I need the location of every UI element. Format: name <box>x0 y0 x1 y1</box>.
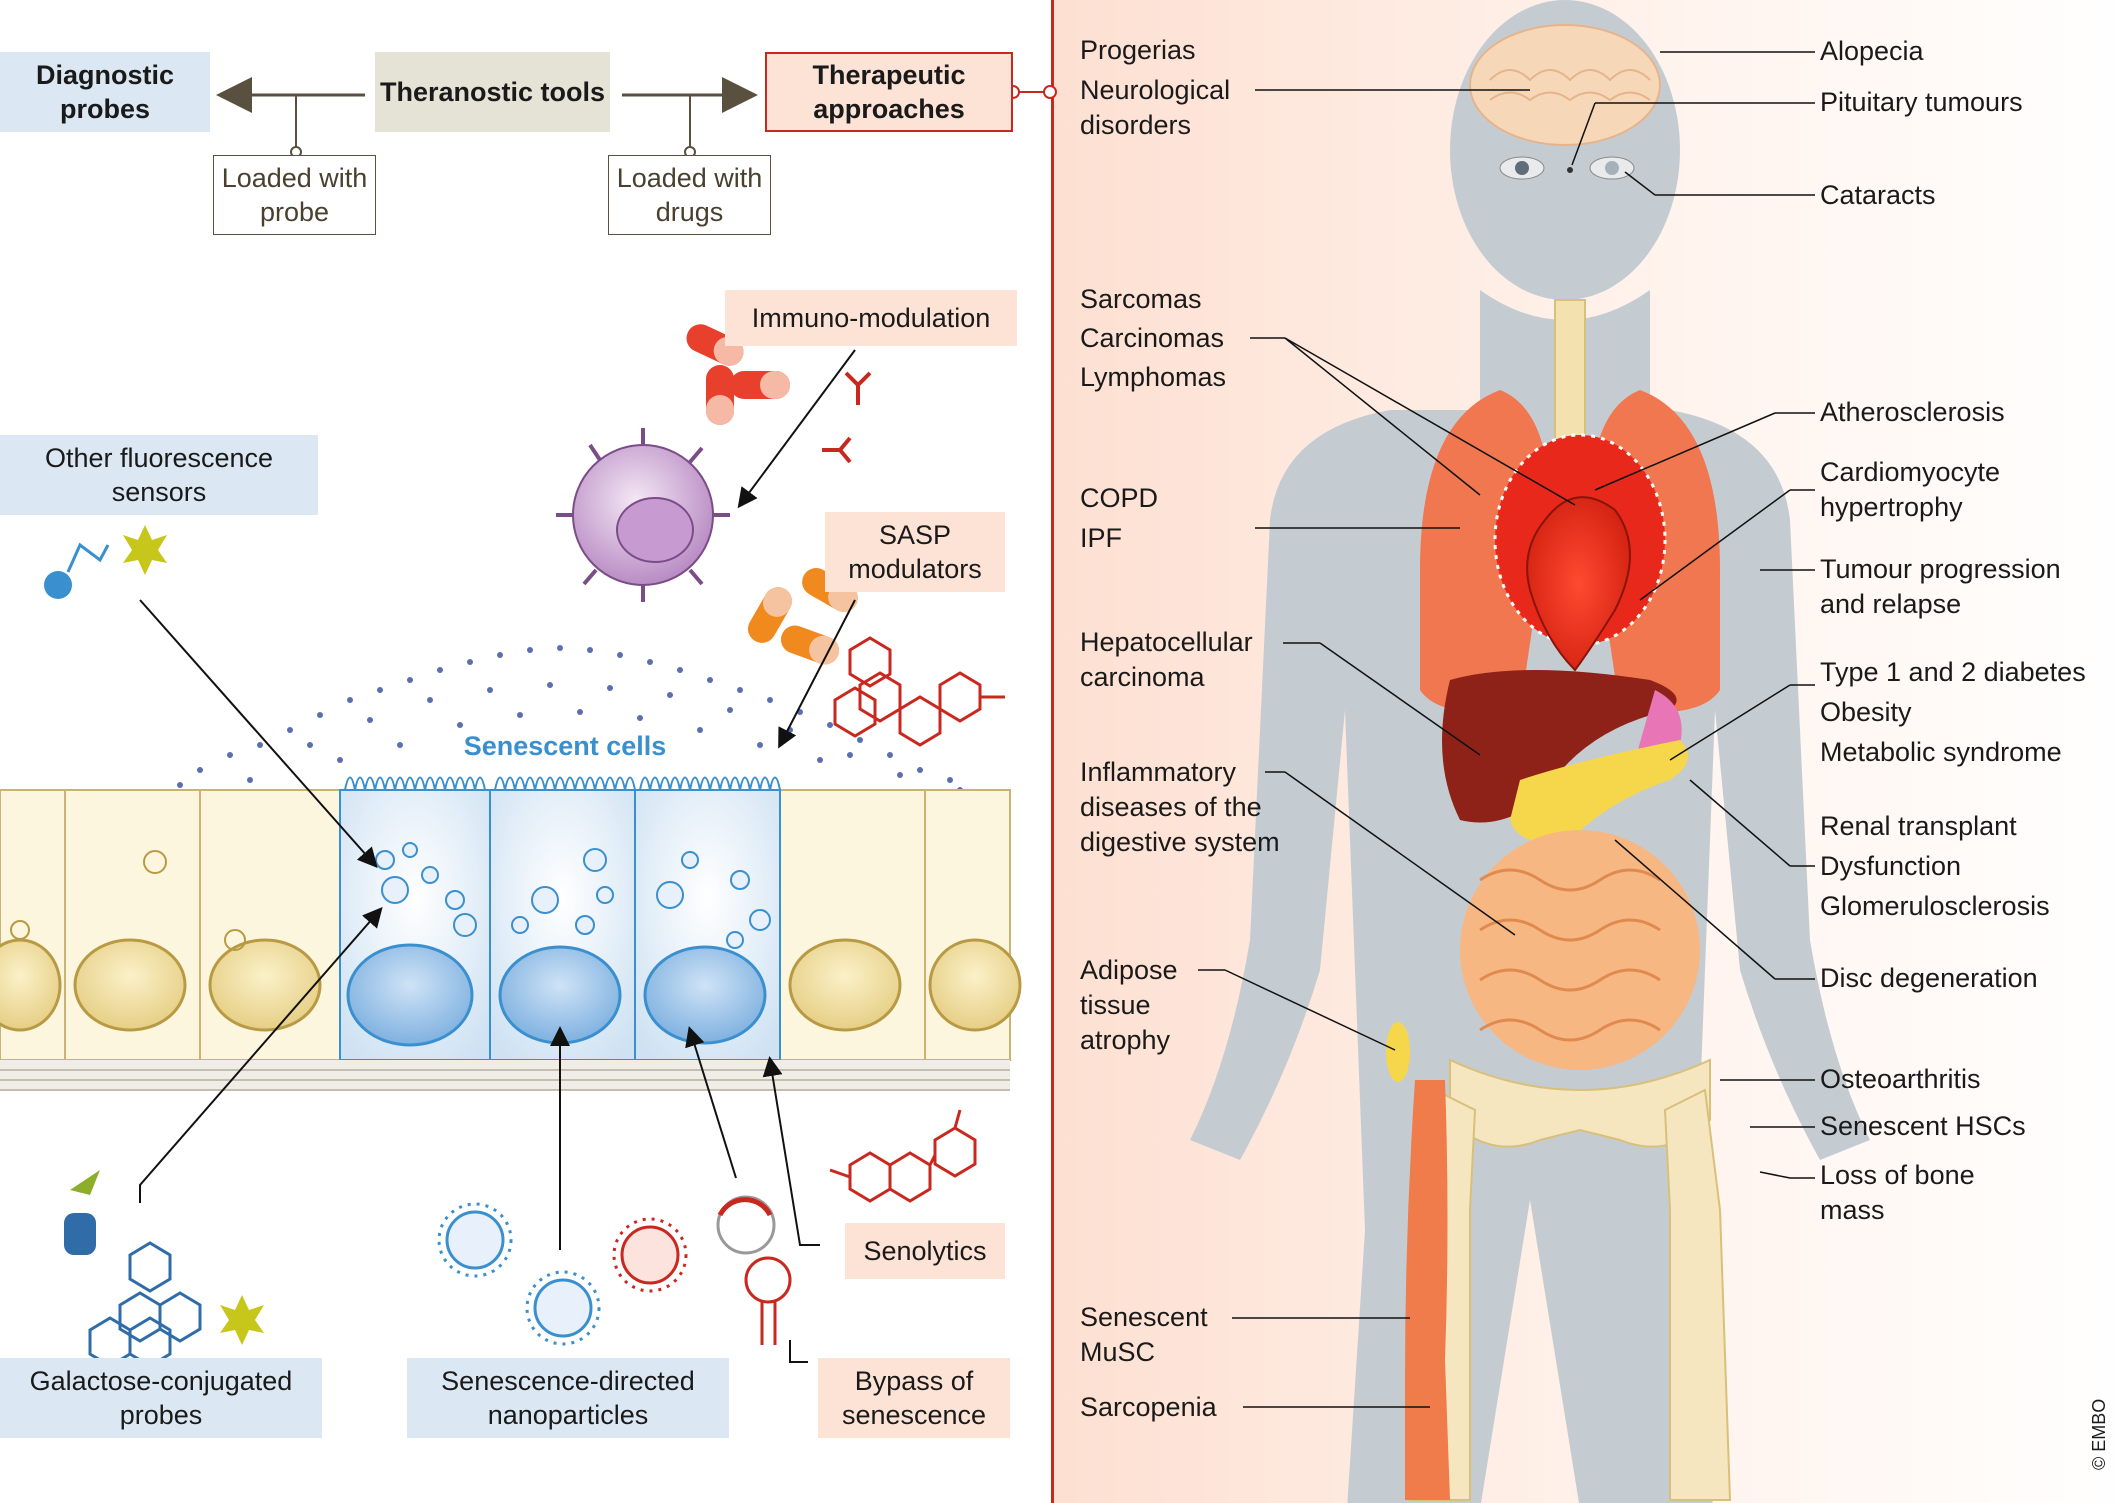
label-disc-degeneration: Disc degeneration <box>1820 963 2038 993</box>
sasp-modulators-box: SASP modulators <box>825 512 1005 592</box>
label-cataracts: Cataracts <box>1820 180 1936 210</box>
senescence-directed-nanoparticles-box: Senescence-directed nanoparticles <box>407 1358 729 1438</box>
senolytic-molecule <box>829 1109 977 1203</box>
label-metabolic-syndrome: Metabolic syndrome <box>1820 737 2062 767</box>
label-loss-of-bone-mass: Loss of bone mass <box>1820 1160 1975 1225</box>
label-obesity: Obesity <box>1820 697 1912 727</box>
loaded-with-probe-box: Loaded with probe <box>213 155 376 235</box>
label-progerias: Progerias <box>1080 35 1196 65</box>
label-sarcomas: Sarcomas <box>1080 284 1202 314</box>
left-arrows <box>139 349 856 1363</box>
label-carcinomas: Carcinomas <box>1080 323 1225 353</box>
senescent-cells-label: Senescent cells <box>463 731 667 761</box>
senolytics-box: Senolytics <box>845 1223 1005 1279</box>
body-leader-lines <box>1198 51 1815 1408</box>
probe-icons <box>44 525 264 1368</box>
theranostic-tools-box: Theranostic tools <box>375 52 610 132</box>
label-cardiomyocyte-hypertrophy: Cardiomyocyte hypertrophy <box>1820 457 2001 522</box>
label-ipf: IPF <box>1080 523 1123 553</box>
label-glomerulosclerosis: Glomerulosclerosis <box>1820 891 2050 921</box>
label-inflammatory-diseases: Inflammatory diseases of the digestive s… <box>1080 757 1280 857</box>
label-senescent-musc: Senescent MuSC <box>1080 1302 1208 1367</box>
label-pituitary-tumours: Pituitary tumours <box>1820 87 2023 117</box>
immuno-modulation-box: Immuno-modulation <box>725 290 1017 346</box>
label-osteoarthritis: Osteoarthritis <box>1820 1064 1981 1094</box>
sasp-molecule <box>833 636 1005 747</box>
therapeutic-approaches-box: Therapeutic approaches <box>765 52 1013 132</box>
human-body <box>1190 0 1870 1503</box>
nanoparticles <box>437 1202 688 1346</box>
bypass-rna <box>716 1195 792 1345</box>
sasp-particles <box>177 645 963 793</box>
immuno-drugs <box>686 324 872 464</box>
basement-membrane <box>0 1060 1010 1091</box>
loaded-with-drugs-box: Loaded with drugs <box>608 155 771 235</box>
diagnostic-probes-box: Diagnostic probes <box>0 52 210 132</box>
label-lymphomas: Lymphomas <box>1080 362 1227 392</box>
label-alopecia: Alopecia <box>1820 36 1924 66</box>
bypass-of-senescence-box: Bypass of senescence <box>818 1358 1010 1438</box>
copyright: © EMBO <box>2089 1398 2109 1470</box>
label-renal-transplant: Renal transplant <box>1820 811 2017 841</box>
label-adipose-tissue-atrophy: Adipose tissue atrophy <box>1080 955 1178 1055</box>
label-senescent-hscs: Senescent HSCs <box>1820 1111 2026 1141</box>
label-diabetes: Type 1 and 2 diabetes <box>1820 657 2086 687</box>
label-hepatocellular-carcinoma: Hepatocellular carcinoma <box>1080 627 1253 692</box>
galactose-conjugated-probes-box: Galactose-conjugated probes <box>0 1358 322 1438</box>
label-dysfunction: Dysfunction <box>1820 851 1962 881</box>
label-atherosclerosis: Atherosclerosis <box>1820 397 2005 427</box>
label-neurological-disorders: Neurological disorders <box>1080 75 1231 140</box>
normal-cells-left <box>0 789 341 1061</box>
top-flow-arrows <box>216 77 1057 158</box>
label-sarcopenia: Sarcopenia <box>1080 1392 1217 1422</box>
label-copd: COPD <box>1080 483 1159 513</box>
senescent-cells <box>339 776 781 1061</box>
immune-cell <box>556 428 730 602</box>
normal-cells-right <box>779 789 1022 1061</box>
label-tumour-progression: Tumour progression and relapse <box>1820 554 2061 619</box>
other-fluorescence-sensors-box: Other fluorescence sensors <box>0 435 318 515</box>
